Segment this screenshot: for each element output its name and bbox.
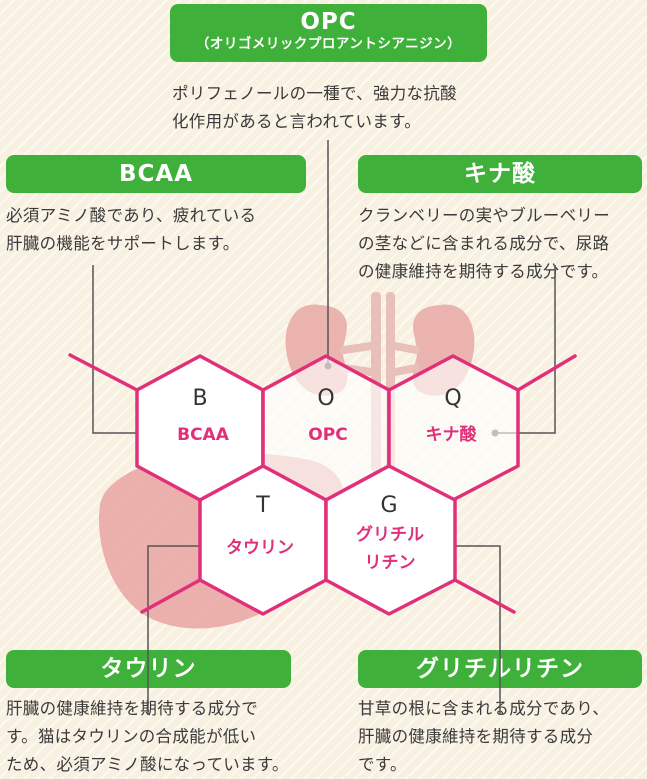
- kina-acid-description: クランベリーの実やブルーベリー の茎などに含まれる成分で、尿路 の健康維持を期待…: [358, 206, 610, 281]
- hex-label-glycyrrhizin-1: グリチル: [356, 524, 424, 545]
- hex-label-bcaa: BCAA: [177, 425, 230, 445]
- opc-title: OPC: [300, 9, 357, 35]
- opc-subtitle: （オリゴメリックプロアントシアニジン）: [195, 36, 462, 52]
- bcaa-description: 必須アミノ酸であり、疲れている 肝臓の機能をサポートします。: [6, 206, 257, 253]
- kina-acid-title: キナ酸: [464, 161, 536, 187]
- hex-label-glycyrrhizin-2: リチン: [365, 553, 416, 573]
- opc-header-pill: OPC （オリゴメリックプロアントシアニジン）: [170, 4, 487, 62]
- hex-letter-t: T: [255, 493, 270, 518]
- hex-letter-b: B: [192, 386, 207, 411]
- hex-letter-g: G: [380, 493, 397, 518]
- hex-label-opc: OPC: [308, 425, 347, 445]
- hex-tail-lines: [68, 353, 577, 614]
- glycyrrhizin-description: 甘草の根に含まれる成分であり、 肝臓の健康維持を期待する成分 です。: [358, 699, 610, 774]
- hex-letter-o: O: [317, 386, 334, 411]
- bcaa-title: BCAA: [118, 161, 193, 187]
- hex-label-kina: キナ酸: [426, 424, 478, 445]
- taurine-description: 肝臓の健康維持を期待する成分で す。猫はタウリンの合成能が低い ため、必須アミノ…: [6, 699, 289, 774]
- hexagon-g: [324, 464, 457, 616]
- bcaa-pill: BCAA: [6, 155, 306, 193]
- opc-description: ポリフェノールの一種で、強力な抗酸 化作用があると言われています。: [172, 84, 457, 131]
- hex-label-taurine: タウリン: [226, 538, 294, 558]
- kina-acid-pill: キナ酸: [358, 155, 642, 193]
- hex-letter-q: Q: [444, 386, 461, 411]
